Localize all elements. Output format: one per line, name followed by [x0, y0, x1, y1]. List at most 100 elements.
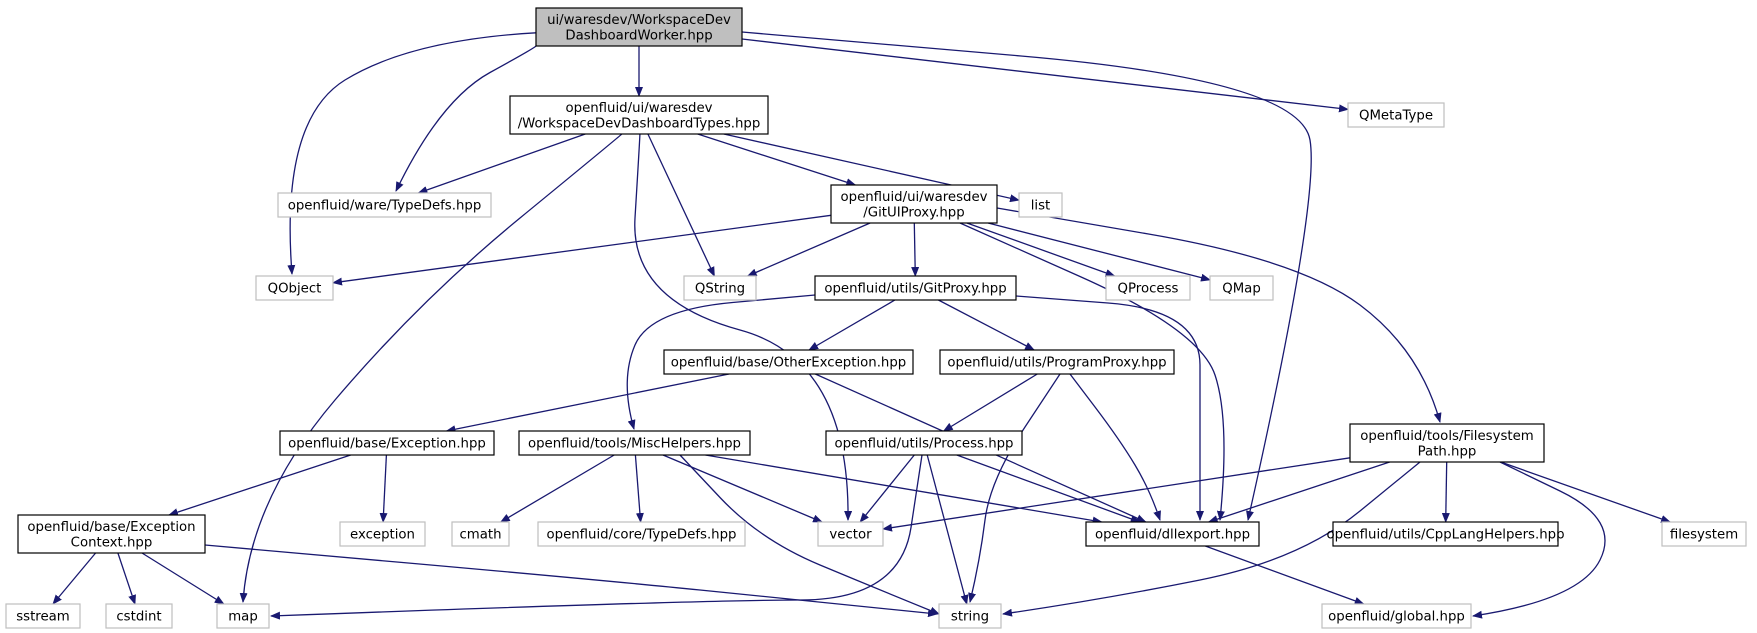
node-label: DashboardWorker.hpp — [565, 28, 712, 43]
node-label: sstream — [16, 610, 70, 625]
node-label: map — [228, 610, 258, 625]
edge-gitproxy-to-otherexc — [808, 299, 896, 351]
node-label: /GitUIProxy.hpp — [863, 205, 964, 220]
node-box — [1332, 521, 1559, 547]
edge-fspath-to-cpplang — [1441, 461, 1450, 523]
edge-gituiproxy-to-dllexport — [959, 222, 1225, 521]
node-label: openfluid/utils/GitProxy.hpp — [824, 282, 1006, 297]
node-box — [683, 275, 757, 301]
node-string: string — [938, 603, 1002, 629]
node-label: filesystem — [1670, 528, 1738, 543]
edge-exception_hpp-to-exception — [379, 454, 388, 523]
node-label: QProcess — [1118, 282, 1179, 297]
edge-gituiproxy-to-qprocess — [966, 222, 1116, 277]
edge-gituiproxy-to-qmap — [987, 222, 1211, 282]
node-waretypedefs: openfluid/ware/TypeDefs.hpp — [277, 192, 492, 218]
node-label: openfluid/tools/Filesystem — [1360, 429, 1534, 444]
node-label: cmath — [459, 528, 501, 543]
node-label: QMetaType — [1359, 109, 1433, 124]
node-dllexport[interactable]: openfluid/dllexport.hpp — [1085, 521, 1260, 547]
node-vector: vector — [817, 521, 884, 547]
node-global: openfluid/global.hpp — [1321, 603, 1472, 629]
node-label: QMap — [1222, 282, 1261, 297]
edge-programproxy-to-string — [968, 373, 1061, 603]
node-qprocess: QProcess — [1105, 275, 1191, 301]
node-label: openfluid/ui/waresdev — [841, 190, 988, 205]
node-box — [1018, 192, 1063, 218]
edge-gitproxy-to-mischelpers — [626, 294, 816, 430]
edge-gituiproxy-to-qobject — [332, 214, 832, 286]
edge-root-to-waretypedefs — [395, 45, 537, 192]
node-gitproxy[interactable]: openfluid/utils/GitProxy.hpp — [814, 275, 1017, 301]
node-box — [17, 514, 206, 554]
node-qstring: QString — [683, 275, 757, 301]
node-mischelpers[interactable]: openfluid/tools/MiscHelpers.hpp — [518, 430, 751, 456]
edge-gitproxy-to-dllexport — [1015, 295, 1204, 521]
node-list: list — [1018, 192, 1063, 218]
node-box — [105, 603, 173, 629]
node-otherexc[interactable]: openfluid/base/OtherException.hpp — [663, 349, 914, 375]
edge-fspath-to-vector — [882, 457, 1351, 532]
node-label: ui/waresdev/WorkspaceDev — [547, 13, 731, 28]
edge-fspath-to-string — [1002, 461, 1421, 617]
node-gituiproxy[interactable]: openfluid/ui/waresdev/GitUIProxy.hpp — [830, 184, 998, 224]
edge-fspath-to-filesystem — [1500, 461, 1672, 523]
node-label: Path.hpp — [1418, 444, 1477, 459]
node-box — [339, 521, 426, 547]
node-label: cstdint — [116, 610, 161, 625]
node-box — [1105, 275, 1191, 301]
node-cpplang[interactable]: openfluid/utils/CppLangHelpers.hpp — [1326, 521, 1565, 547]
edge-root-to-qobject — [287, 32, 537, 275]
node-qmetatype: QMetaType — [1347, 102, 1445, 128]
edge-process-to-dllexport — [956, 454, 1141, 523]
node-label: QString — [695, 282, 745, 297]
node-map: map — [216, 603, 270, 629]
node-label: Context.hpp — [71, 535, 153, 550]
node-label: vector — [829, 528, 872, 543]
node-label: list — [1031, 199, 1051, 214]
node-process[interactable]: openfluid/utils/Process.hpp — [825, 430, 1023, 456]
node-label: openfluid/base/OtherException.hpp — [671, 356, 907, 371]
edge-gituiproxy-to-gitproxy — [911, 222, 920, 277]
node-box — [216, 603, 270, 629]
node-box — [279, 430, 495, 456]
node-box — [1209, 275, 1274, 301]
node-label: openfluid/base/Exception.hpp — [288, 437, 486, 452]
node-programproxy[interactable]: openfluid/utils/ProgramProxy.hpp — [939, 349, 1175, 375]
node-box — [1321, 603, 1472, 629]
node-qobject: QObject — [255, 275, 334, 301]
nodes-layer: ui/waresdev/WorkspaceDevDashboardWorker.… — [5, 7, 1747, 629]
node-label: openfluid/utils/Process.hpp — [834, 437, 1013, 452]
edge-types-to-map — [239, 133, 623, 603]
node-box — [1347, 102, 1445, 128]
edge-process-to-vector — [859, 454, 915, 523]
edge-fspath-to-dllexport — [1207, 461, 1390, 523]
node-label: /WorkspaceDevDashboardTypes.hpp — [518, 116, 761, 131]
node-exception_hpp[interactable]: openfluid/base/Exception.hpp — [279, 430, 495, 456]
edge-root-to-qmetatype — [741, 38, 1349, 113]
edge-types-to-vector — [634, 133, 853, 521]
edges-layer — [52, 31, 1672, 620]
node-box — [535, 7, 743, 47]
edge-types-to-qstring — [647, 133, 715, 277]
node-root[interactable]: ui/waresdev/WorkspaceDevDashboardWorker.… — [535, 7, 743, 47]
node-label: string — [951, 610, 989, 625]
edge-programproxy-to-process — [942, 373, 1038, 432]
node-box — [451, 521, 510, 547]
edge-dllexport-to-global — [1205, 545, 1365, 605]
edge-mischelpers-to-dllexport — [705, 454, 1103, 525]
edge-fspath-to-global — [1472, 461, 1606, 619]
node-types[interactable]: openfluid/ui/waresdev/WorkspaceDevDashbo… — [509, 95, 769, 135]
node-label: openfluid/tools/MiscHelpers.hpp — [528, 437, 741, 452]
node-exception: exception — [339, 521, 426, 547]
node-box — [1349, 423, 1545, 463]
node-label: openfluid/utils/ProgramProxy.hpp — [947, 356, 1166, 371]
edge-exccontext-to-cstdint — [117, 552, 136, 605]
edge-gitproxy-to-programproxy — [938, 299, 1035, 351]
node-label: openfluid/ui/waresdev — [566, 101, 713, 116]
edge-mischelpers-to-coretypedefs — [634, 454, 644, 523]
node-filesystem: filesystem — [1661, 521, 1747, 547]
